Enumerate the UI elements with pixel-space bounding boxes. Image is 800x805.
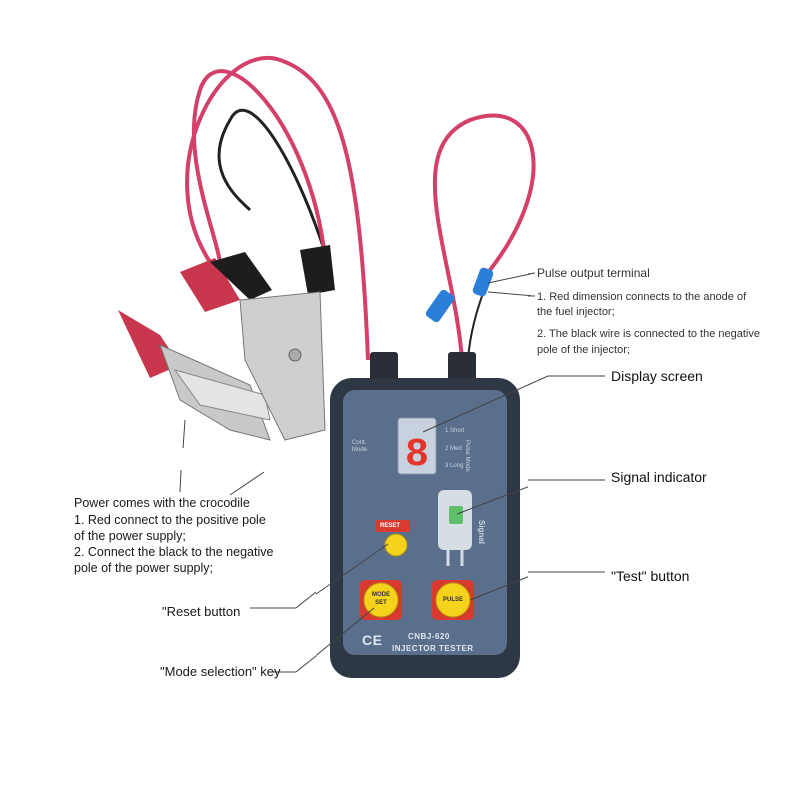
power-callout-line2a: 2. Connect the black to the negative <box>74 545 274 559</box>
display-screen-label: Display screen <box>611 368 703 384</box>
clip-wire-black <box>217 108 330 263</box>
mode-option-med: 2 Med <box>445 446 462 452</box>
clip-wire-red <box>185 56 370 361</box>
power-callout-line1b: of the power supply; <box>74 529 186 543</box>
injector-tester-device: 8 <box>330 352 520 678</box>
power-callout-line1a: 1. Red connect to the positive pole <box>74 513 266 527</box>
pulse-callout-title: Pulse output terminal <box>537 266 650 280</box>
power-callout-panel <box>68 448 316 578</box>
pulse-callout-line1b: the fuel injector; <box>537 306 615 318</box>
mode-selection-label: "Mode selection" key <box>160 664 281 679</box>
device-name: INJECTOR TESTER <box>392 644 474 653</box>
signal-indicator-label: Signal indicator <box>611 469 707 485</box>
right-callout-panel <box>528 440 800 600</box>
red-crocodile-clip <box>118 310 271 441</box>
power-callout-title: Power comes with the crocodile <box>74 496 250 510</box>
signal-led <box>449 506 463 524</box>
clip-wire-red-2 <box>191 69 327 263</box>
mode-option-short: 1 Short <box>445 428 465 434</box>
mode-button-label-top[interactable]: MODE <box>372 592 390 598</box>
mode-button-label-bottom[interactable]: SET <box>375 600 387 606</box>
pulse-wire <box>432 113 536 361</box>
display-window <box>397 417 437 475</box>
cont-mode-label: Cont. Mode <box>352 440 368 453</box>
pulse-button-label[interactable]: PULSE <box>442 597 463 603</box>
pulse-callout-line2a: 2. The black wire is connected to the ne… <box>537 328 760 340</box>
pulse-connector-blue-2 <box>472 267 494 297</box>
pulse-connector-blue <box>425 289 455 323</box>
pulse-mode-label: Pulse Mode <box>464 440 470 472</box>
mode-option-long: 3 Long <box>445 463 464 469</box>
pulse-callout-panel <box>531 250 800 360</box>
test-button-label: "Test" button <box>611 568 690 584</box>
power-callout-line2b: pole of the power supply; <box>74 561 213 575</box>
lower-callout-panel <box>80 580 316 755</box>
device-model: CNBJ-620 <box>408 632 450 641</box>
reset-label: RESET <box>380 523 401 529</box>
signal-label: Signal <box>477 520 486 545</box>
pulse-callout-line1a: 1. Red dimension connects to the anode o… <box>537 291 747 303</box>
mode-set-button <box>363 582 399 618</box>
ce-mark: CE <box>362 632 383 648</box>
pulse-callout-line2b: pole of the injector; <box>537 344 630 356</box>
black-crocodile-clip <box>180 245 335 441</box>
reset-button <box>384 533 408 557</box>
display-digit: 8 <box>405 433 429 478</box>
reset-button-label: "Reset button <box>162 604 241 619</box>
